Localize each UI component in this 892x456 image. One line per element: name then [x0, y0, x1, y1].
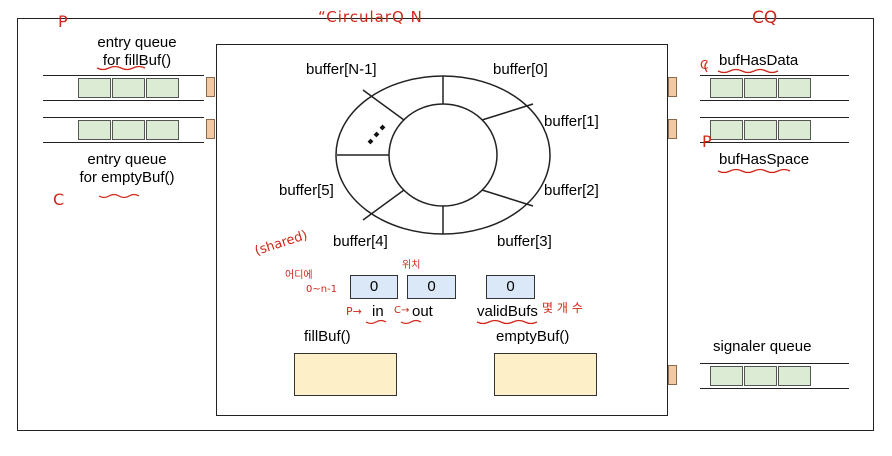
- annotation-p-arrow: P→: [346, 305, 362, 318]
- fill-queue-label-line1: entry queue: [97, 34, 177, 51]
- spoke-upper-right: [481, 103, 534, 121]
- has-data-label: bufHasData: [719, 52, 799, 69]
- spoke-upper-left: [362, 89, 405, 121]
- buffer-label-5: buffer[5]: [279, 182, 334, 199]
- emptybuf-label: emptyBuf(): [496, 328, 570, 345]
- spoke-lower-left: [362, 189, 405, 221]
- underline-validbufs: [476, 319, 538, 325]
- fillbuf-procedure-box: [294, 353, 397, 396]
- has-data-queue: [700, 75, 849, 101]
- has-space-label: bufHasSpace: [719, 151, 810, 168]
- bracket-hasdata: [704, 61, 708, 73]
- empty-queue-label: entry queue for emptyBuf(): [62, 151, 192, 187]
- annotation-korean-b: 위치: [402, 260, 421, 271]
- empty-queue-label-line1: entry queue: [87, 151, 167, 168]
- empty-queue-label-line2: for emptyBuf(): [79, 169, 175, 186]
- has-space-port: [668, 119, 677, 139]
- queue-slot: [710, 78, 743, 98]
- queue-slot: [710, 366, 743, 386]
- underline-hasdata: [717, 68, 779, 74]
- annotation-title: “CircularQ N: [318, 8, 423, 26]
- queue-slot: [778, 78, 811, 98]
- annotation-c-hasdata: C: [700, 58, 709, 72]
- queue-slot: [112, 120, 145, 140]
- fillbuf-label: fillBuf(): [304, 328, 351, 345]
- queue-slot: [744, 78, 777, 98]
- signaler-port: [668, 365, 677, 385]
- annotation-p-top: P: [58, 12, 68, 31]
- queue-slot: [778, 120, 811, 140]
- system-frame: [17, 18, 874, 431]
- annotation-korean-a: 어디에: [285, 270, 313, 281]
- has-space-queue: [700, 117, 849, 143]
- ellipsis-dots: [367, 124, 386, 145]
- queue-slot: [78, 120, 111, 140]
- buffer-label-1: buffer[1]: [544, 113, 599, 130]
- queue-slot: [78, 78, 111, 98]
- emptybuf-procedure-box: [494, 353, 597, 396]
- queue-slot: [146, 120, 179, 140]
- queue-slot: [710, 120, 743, 140]
- queue-slot: [778, 366, 811, 386]
- empty-entry-queue: [43, 117, 204, 143]
- annotation-korean-c: 몇 개 수: [542, 301, 583, 315]
- fill-queue-label: entry queue for fillBuf(): [72, 34, 202, 70]
- annotation-c-left: C: [53, 190, 65, 209]
- validbufs-value-box: 0: [486, 275, 535, 299]
- queue-slot: [744, 120, 777, 140]
- in-label: in: [372, 303, 384, 320]
- buffer-label-2: buffer[2]: [544, 182, 599, 199]
- underline-hasspace: [717, 168, 791, 174]
- validbufs-label: validBufs: [477, 303, 538, 320]
- underline-fillbuf: [96, 65, 146, 71]
- queue-slot: [146, 78, 179, 98]
- annotation-p-hasspace: P: [702, 132, 712, 151]
- has-data-port: [668, 77, 677, 97]
- underline-emptybuf: [98, 193, 140, 199]
- out-label: out: [412, 303, 433, 320]
- annotation-cq: CQ: [752, 8, 778, 28]
- signaler-queue: [700, 363, 849, 389]
- queue-slot: [112, 78, 145, 98]
- ring-inner: [388, 103, 498, 207]
- annotation-zero-n: 0~n-1: [306, 284, 338, 295]
- annotation-c-arrow: C→: [394, 305, 410, 316]
- fill-entry-queue: [43, 75, 204, 101]
- buffer-label-3: buffer[3]: [497, 233, 552, 250]
- spoke-lower-right: [481, 189, 534, 207]
- fill-queue-label-line2: for fillBuf(): [102, 52, 172, 69]
- out-value-box: 0: [407, 275, 456, 299]
- buffer-label-0: buffer[0]: [493, 61, 548, 78]
- signaler-queue-label: signaler queue: [713, 338, 812, 355]
- buffer-label-n-minus-1: buffer[N-1]: [306, 61, 377, 78]
- buffer-label-4: buffer[4]: [333, 233, 388, 250]
- in-value-box: 0: [350, 275, 398, 299]
- empty-queue-port: [206, 119, 215, 139]
- underline-in: [365, 319, 387, 325]
- underline-out: [400, 319, 422, 325]
- queue-slot: [744, 366, 777, 386]
- fill-queue-port: [206, 77, 215, 97]
